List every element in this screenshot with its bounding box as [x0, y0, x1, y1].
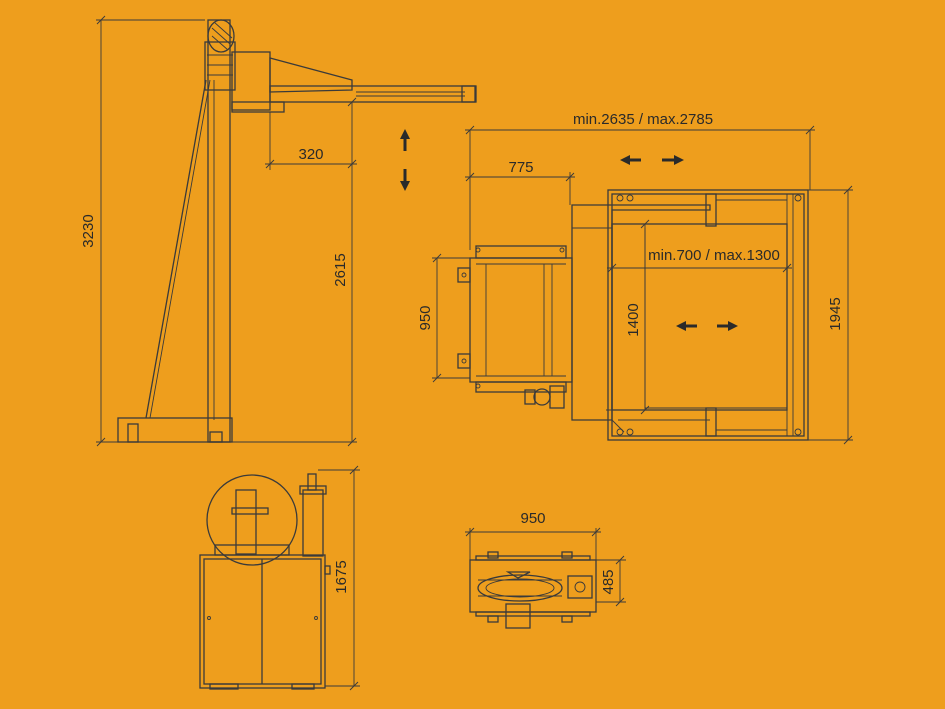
dim-label-3230: 3230 [80, 214, 97, 247]
motor-housing [204, 41, 236, 91]
left-right-arrows-icon-top [620, 155, 684, 165]
front-view: 1675 [199, 465, 360, 691]
base-strap-track [477, 574, 563, 602]
dim-label-1945: 1945 [827, 297, 844, 330]
dim-label-width-range: min.2635 / max.2785 [573, 111, 713, 128]
dim-label-950-base: 950 [520, 510, 545, 527]
dim-label-1675: 1675 [333, 560, 350, 593]
strapping-head-frame [469, 257, 573, 383]
dim-label-1400: 1400 [625, 303, 642, 336]
dim-label-320: 320 [298, 146, 323, 163]
side-elevation-view: 3230 2615 320 [80, 15, 477, 447]
mast-column [207, 19, 231, 443]
up-down-arrows-icon [400, 129, 410, 191]
base-plan-view: 950 485 [465, 510, 626, 629]
arm-hub [231, 51, 271, 111]
arm-beam [269, 85, 476, 103]
dim-label-inner-range: min.700 / max.1300 [648, 247, 780, 264]
front-cabinet [199, 554, 326, 689]
left-right-arrows-icon-center [676, 321, 738, 331]
base-plate [117, 417, 233, 443]
diagonal-brace [145, 79, 207, 419]
dim-label-485: 485 [600, 569, 617, 594]
sliding-carriage [571, 204, 711, 421]
base-frame [469, 559, 597, 613]
plan-view: min.2635 / max.2785 775 [417, 111, 853, 445]
dim-label-950-side: 950 [417, 305, 434, 330]
turntable-frame [607, 189, 809, 441]
dim-label-2615: 2615 [332, 253, 349, 286]
dim-label-775: 775 [508, 159, 533, 176]
front-strap-reel [206, 474, 298, 566]
strap-reel [207, 19, 235, 53]
